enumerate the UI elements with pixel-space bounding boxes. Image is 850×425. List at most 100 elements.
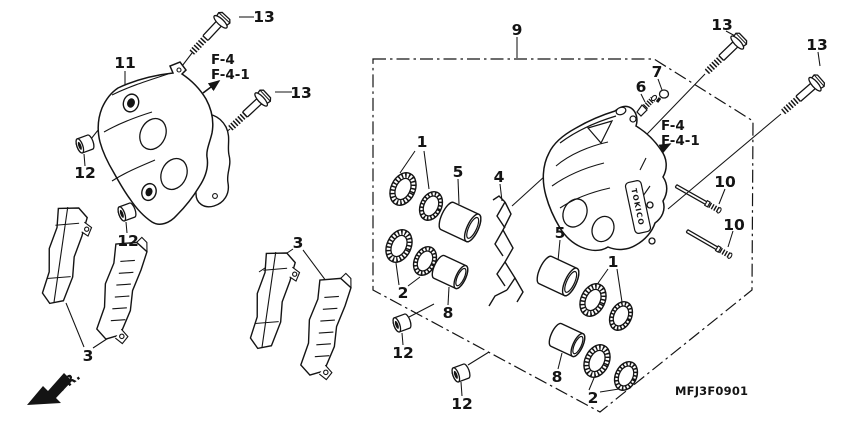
leader-7	[657, 78, 663, 91]
callout-13-left-upper: 13	[253, 8, 275, 26]
diagram-code: MFJ3F0901	[675, 384, 748, 398]
brake-pad-outer-center-set	[247, 248, 304, 354]
leader-1-center	[399, 150, 430, 190]
callout-3-center: 3	[293, 234, 304, 252]
callout-8-center: 8	[443, 304, 454, 322]
callout-10-b: 10	[723, 216, 745, 234]
bleed-valve-tip	[636, 104, 648, 117]
leader-8-center	[447, 286, 450, 306]
callouts: 13 13 11 12 12 3 3 9 1 5 4 2 8 12 12 7 6…	[74, 8, 828, 413]
mount-bushing-d	[449, 362, 473, 384]
mount-boss-lower-hole	[145, 187, 153, 197]
callout-8-right: 8	[552, 368, 563, 386]
callout-9: 9	[512, 21, 523, 39]
callout-13-left-lower: 13	[290, 84, 312, 102]
callout-1-center: 1	[417, 133, 428, 151]
callout-1-right: 1	[608, 253, 619, 271]
left-caliper-body	[97, 61, 214, 225]
dust-seal-right-lower-b	[608, 356, 644, 396]
banjo-boss	[615, 106, 627, 116]
callout-7: 7	[652, 63, 663, 81]
bleed-port-boss	[629, 115, 637, 123]
pad-spring	[488, 195, 524, 307]
pad-spring-arms	[494, 201, 506, 287]
mount-bolt-right-upper	[701, 31, 749, 78]
leader-5-right	[557, 239, 561, 262]
callout-2-center: 2	[398, 284, 409, 302]
right-caliper-bore-a	[562, 198, 588, 228]
assembly-axis-lines	[175, 52, 782, 210]
leader-2-right	[588, 377, 620, 393]
caliper-piston-large-right	[533, 253, 583, 299]
brake-pad-inner-center-set	[297, 267, 355, 382]
piston-seal-right-upper-a	[575, 280, 611, 321]
cap-dome	[658, 89, 670, 99]
bleed-valve-threads	[642, 96, 656, 110]
fr-direction: FR.	[27, 368, 84, 405]
mount-bolt-left-lower	[225, 88, 273, 134]
callout-5-center: 5	[453, 163, 464, 181]
caliper-piston-large-center	[435, 199, 485, 245]
lug-hole-lower	[648, 237, 656, 245]
ref-f4-left-line1: F-4	[211, 52, 235, 68]
callout-12-b: 12	[117, 232, 139, 250]
caliper-bore-lower	[160, 157, 188, 191]
leader-8-right	[557, 352, 563, 370]
caliper-piston-small-right	[545, 320, 589, 360]
left-caliper-assembly	[97, 61, 231, 225]
left-caliper-ribs	[103, 73, 169, 182]
leader-2-center	[395, 262, 421, 287]
callout-13-right-upper: 13	[711, 16, 733, 34]
assembly-group-boundary	[372, 58, 754, 413]
leader-13-right-outer	[817, 51, 821, 67]
leader-6	[640, 93, 646, 103]
bleed-valve-head	[650, 94, 658, 102]
bleed-valve	[636, 94, 658, 117]
callout-6: 6	[636, 78, 647, 96]
ref-arrow-left	[202, 80, 221, 94]
leader-5-center	[457, 178, 460, 205]
callout-3-left: 3	[83, 347, 94, 365]
bracket-hole-lower	[212, 193, 218, 199]
bleed-valve-cap	[655, 89, 670, 103]
brake-pad-outer-left-set	[39, 203, 96, 309]
right-caliper-ridge	[559, 115, 617, 144]
right-caliper-cutout	[586, 120, 614, 145]
callout-12-d: 12	[451, 395, 473, 413]
right-caliper-ribs	[551, 141, 651, 209]
bolt-axis-right-lower	[667, 113, 782, 210]
leader-1-right	[595, 268, 623, 303]
fr-arrow	[27, 373, 72, 405]
right-caliper-body: TOKICO	[542, 105, 668, 252]
pad-spring-feet	[488, 195, 524, 307]
callout-5-right: 5	[555, 224, 566, 242]
callout-12-c: 12	[392, 344, 414, 362]
leader-12-d	[460, 351, 490, 397]
bolt-tab-hole	[176, 67, 182, 73]
right-caliper-bore-b	[591, 215, 615, 243]
callout-4: 4	[494, 168, 505, 186]
mount-bolt-right-outer	[778, 73, 827, 118]
leader-10-a	[718, 188, 726, 205]
callout-2-right: 2	[588, 389, 599, 407]
piston-seal-center-lower-a	[381, 226, 417, 267]
piston-seal-center-upper-a	[385, 169, 421, 210]
callout-13-right-outer: 13	[806, 36, 828, 54]
pad-spring-axis	[511, 175, 546, 207]
leader-12-c	[401, 303, 435, 346]
ref-notes: F-4 F-4-1 F-4 F-4-1	[211, 52, 700, 149]
piston-seal-right-lower-a	[579, 341, 615, 382]
callout-12-a: 12	[74, 164, 96, 182]
lug-hole-upper	[646, 201, 654, 209]
cap-stem	[655, 97, 662, 103]
brand-sticker: TOKICO	[624, 180, 652, 234]
pad-spring-spine	[502, 201, 516, 291]
ref-f4-left-line2: F-4-1	[211, 67, 250, 83]
callout-10-a: 10	[714, 173, 736, 191]
leader-10-b	[727, 230, 734, 248]
mount-boss-upper-hole	[127, 98, 135, 108]
dust-seal-right-upper-b	[603, 296, 639, 336]
caliper-bore-upper	[139, 117, 167, 151]
